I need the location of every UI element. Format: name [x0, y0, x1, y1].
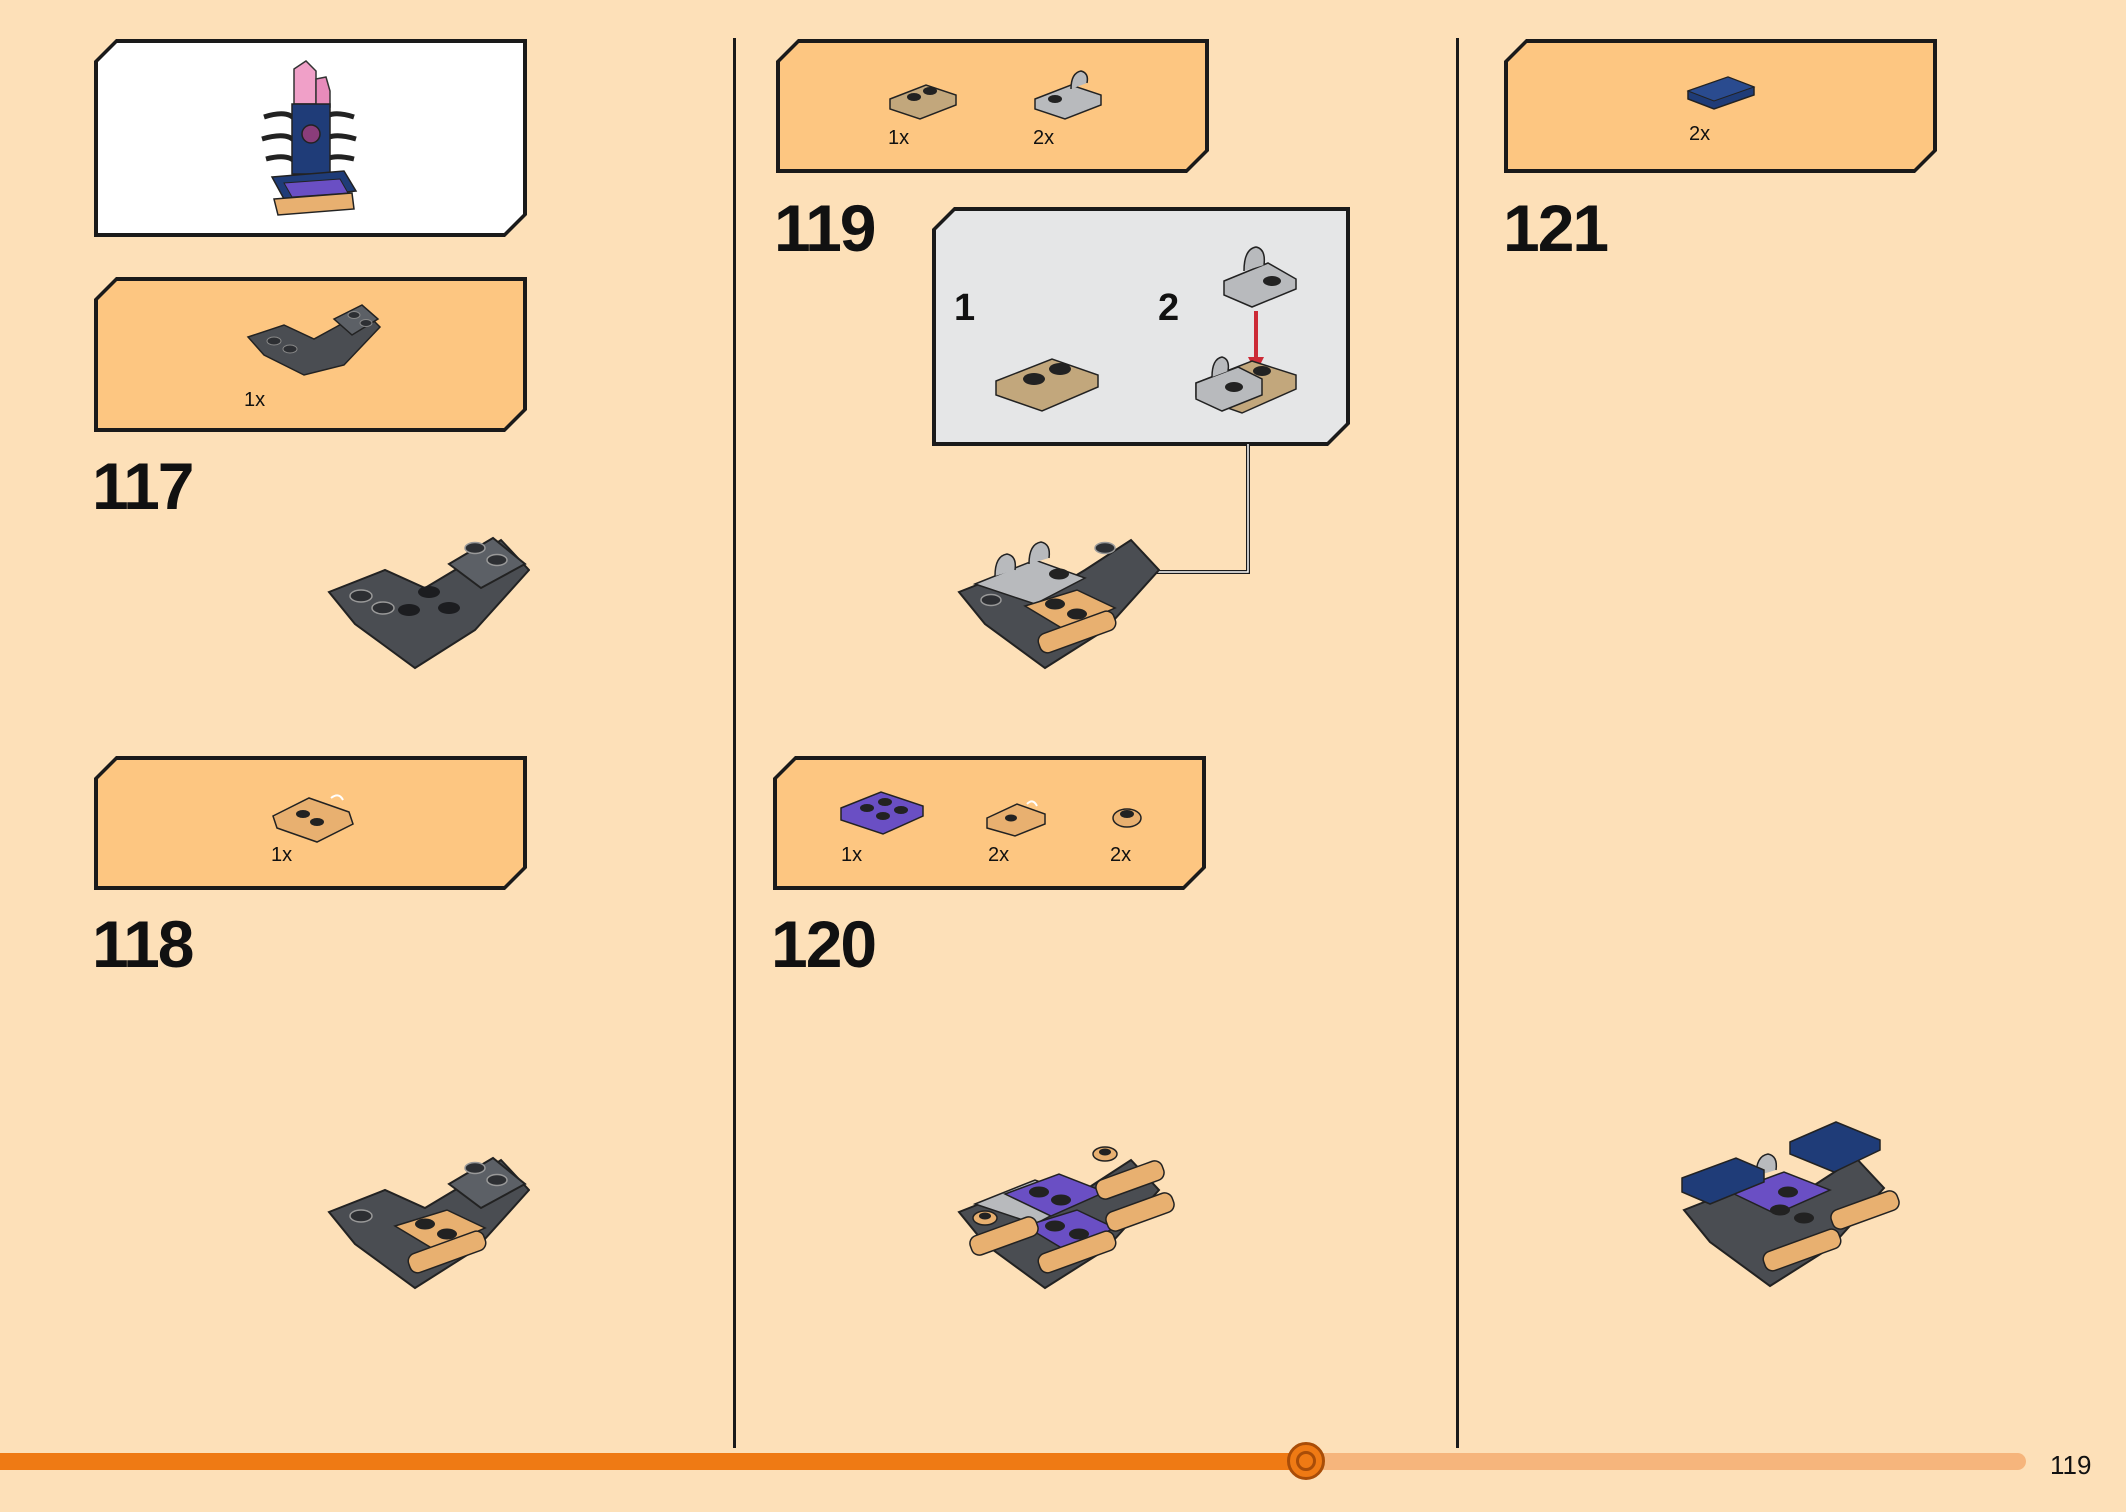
progress-knob	[1287, 1442, 1325, 1480]
step-120-parts-box: 1x 2x 2x	[773, 756, 1206, 890]
round-plate-1x1-orange-icon	[1107, 794, 1147, 834]
step-119-assembly-icon	[957, 538, 1160, 670]
step-118-assembly-icon	[327, 1156, 530, 1290]
column-divider-right	[1456, 38, 1459, 1448]
plate-with-bar-orange-icon	[983, 790, 1053, 840]
step-121-assembly-icon	[1681, 1121, 1900, 1288]
substep-number-2: 2	[1158, 287, 1180, 329]
step-number-117: 117	[92, 449, 194, 523]
column-divider-left	[733, 38, 736, 1448]
page-number: 119	[2050, 1450, 2092, 1480]
step-117-assembly-icon	[327, 536, 530, 670]
plate-1x2-dark-tan-icon	[886, 73, 960, 123]
inverted-slope-2x4-dark-gray-icon	[244, 297, 384, 387]
completed-model-icon	[244, 59, 374, 229]
progress-bar	[0, 1442, 2026, 1480]
plate-with-bar-tan-icon	[269, 778, 359, 848]
step-121-parts-box: 2x	[1504, 39, 1937, 173]
plate-with-clip-light-gray-icon	[1031, 63, 1105, 123]
part-qty: 1x	[888, 127, 910, 149]
step-120-assembly-icon	[957, 1146, 1175, 1290]
part-qty: 1x	[841, 844, 863, 866]
plate-1x2-dark-tan-icon	[992, 343, 1102, 413]
clip-plate-assembly-icon	[1192, 227, 1332, 427]
tile-1x2-dark-blue-icon	[1684, 73, 1758, 113]
part-qty: 2x	[1110, 844, 1132, 866]
step-119-callout: 1 2	[932, 207, 1350, 446]
part-qty: 2x	[1033, 127, 1055, 149]
step-number-120: 120	[771, 907, 877, 981]
step-number-119: 119	[774, 191, 876, 265]
part-qty: 1x	[244, 389, 266, 411]
part-qty: 1x	[271, 844, 293, 866]
step-number-118: 118	[92, 907, 194, 981]
step-118-parts-box: 1x	[94, 756, 527, 890]
step-number-121: 121	[1503, 191, 1609, 265]
step-117-parts-box: 1x	[94, 277, 527, 432]
step-119-parts-box: 1x 2x	[776, 39, 1209, 173]
progress-fill	[0, 1453, 1306, 1470]
substep-number-1: 1	[954, 287, 976, 329]
overview-box	[94, 39, 527, 237]
plate-2x2-purple-icon	[837, 780, 927, 844]
part-qty: 2x	[1689, 123, 1711, 145]
part-qty: 2x	[988, 844, 1010, 866]
